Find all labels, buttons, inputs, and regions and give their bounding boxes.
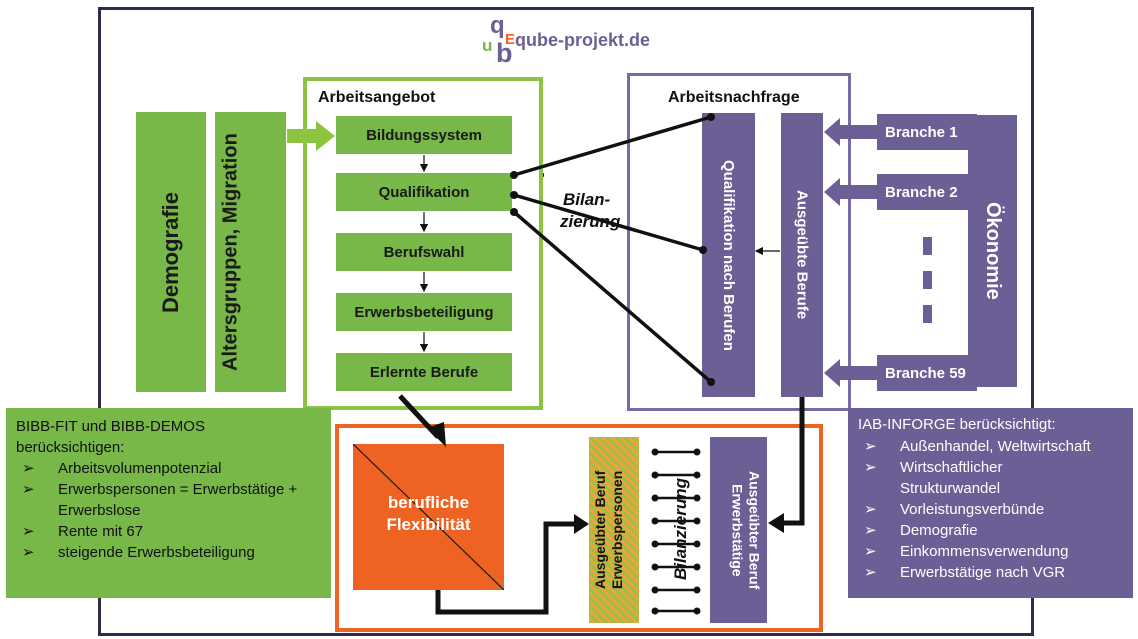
branche-59: Branche 59: [877, 355, 977, 391]
ladder-dot: [693, 517, 701, 525]
bibb-list: Arbeitsvolumenpotenzial Erwerbspersonen …: [16, 458, 323, 563]
iab-item: Vorleistungsverbünde: [858, 499, 1127, 520]
logo-e: E: [505, 31, 516, 48]
ladder-dot: [693, 448, 701, 456]
flex-label: berufliche Flexibilität: [386, 493, 471, 534]
flex-to-erwerbspersonen-arrowhead: [574, 514, 589, 534]
bibb-item: Erwerbspersonen = Erwerbstätige + Erwerb…: [16, 479, 323, 521]
logo-q: q: [490, 12, 505, 39]
qualifikation-nach-berufen-label: Qualifikation nach Berufen: [720, 159, 737, 351]
iab-item: Erwerbstätige nach VGR: [858, 562, 1127, 583]
ladder-dot: [651, 563, 659, 571]
qualifikation-nach-berufen-box: Qualifikation nach Berufen: [702, 113, 755, 397]
step-bildungssystem: Bildungssystem: [336, 116, 512, 154]
iab-item: Wirtschaftlicher Strukturwandel: [858, 457, 1060, 499]
ladder-dot: [693, 607, 701, 615]
ladder-dot: [651, 540, 659, 548]
iab-box: IAB-INFORGE berücksichtigt: Außenhandel,…: [848, 408, 1133, 598]
flexibilitaet-box: berufliche Flexibilität: [353, 444, 504, 590]
arbeitsnachfrage-box: [627, 73, 851, 411]
iab-title: IAB-INFORGE berücksichtigt:: [858, 416, 1056, 433]
diagram-frame: [98, 7, 1034, 636]
ausgeuebte-berufe-label: Ausgeübte Berufe: [793, 190, 811, 320]
logo-text: qube-projekt.de: [515, 30, 651, 50]
arbeitsnachfrage-title: Arbeitsnachfrage: [668, 89, 800, 106]
erlernte-to-flex-arrowhead: [427, 422, 446, 447]
branche-arrow: [824, 118, 877, 146]
ladder-dot: [651, 471, 659, 479]
erwerbstaetige-label: Ausgeübter Beruf Erwerbstätige: [729, 470, 763, 590]
bilanz-dot: [510, 208, 518, 216]
branche-2: Branche 2: [877, 174, 977, 210]
bilanz-dot: [699, 246, 707, 254]
ellipsis-dash-1: [923, 237, 932, 255]
step-qualifikation: Qualifikation: [336, 173, 512, 211]
green-input-arrow: [287, 121, 335, 151]
ladder-dot: [651, 517, 659, 525]
oekonomie-box: Ökonomie: [968, 115, 1017, 387]
bilanz-frame: [335, 424, 823, 632]
ladder-dot: [651, 607, 659, 615]
bilanzierung-top-line1: Bilan-: [563, 190, 611, 209]
bilanz-dot: [707, 113, 715, 121]
ladder-dot: [693, 540, 701, 548]
step-erlernte-berufe: Erlernte Berufe: [336, 353, 512, 391]
ladder-dot: [651, 448, 659, 456]
iab-item: Einkommensverwendung: [858, 541, 1127, 562]
bilanz-line: [513, 115, 712, 177]
ladder-dot: [693, 471, 701, 479]
ausgeuebte-to-erwerbstaetige-arrowhead: [768, 513, 784, 533]
step-erwerbsbeteiligung: Erwerbsbeteiligung: [336, 293, 512, 331]
ausgeuebte-berufe-box: Ausgeübte Berufe: [781, 113, 823, 397]
ellipsis-dash-3: [923, 305, 932, 323]
ladder-dot: [693, 494, 701, 502]
arbeitsangebot-box: [303, 77, 543, 410]
bilanzierung-top-label: Bilan- zierung: [560, 189, 620, 233]
iab-item: Demografie: [858, 520, 1127, 541]
branche-1: Branche 1: [877, 114, 977, 150]
branche-arrow: [824, 178, 877, 206]
ellipsis-dash-2: [923, 271, 932, 289]
logo: q u b E qube-projekt.de: [482, 12, 674, 72]
step-berufswahl: Berufswahl: [336, 233, 512, 271]
bilanzierung-top-line2: zierung: [560, 212, 621, 231]
bilanz-dot: [707, 378, 715, 386]
bilanz-line: [513, 193, 704, 252]
bibb-title: BIBB-FIT und BIBB-DEMOS berücksichtigen:: [16, 418, 205, 456]
branche-arrow: [824, 359, 877, 387]
bilanz-dot: [510, 191, 518, 199]
ladder-dot: [693, 563, 701, 571]
iab-item: Außenhandel, Weltwirtschaft: [858, 436, 1127, 457]
flex-diagonal: [353, 444, 504, 590]
bilanz-dot: [510, 171, 518, 179]
ladder-dot: [651, 494, 659, 502]
bibb-box: BIBB-FIT und BIBB-DEMOS berücksichtigen:…: [6, 408, 331, 598]
bibb-item: steigende Erwerbsbeteiligung: [16, 542, 323, 563]
iab-list: Außenhandel, Weltwirtschaft Wirtschaftli…: [858, 436, 1127, 583]
erwerbstaetige-box: Ausgeübter Beruf Erwerbstätige: [710, 437, 767, 623]
arbeitsangebot-title: Arbeitsangebot: [318, 89, 436, 106]
logo-b: b: [496, 38, 513, 68]
oekonomie-label: Ökonomie: [982, 202, 1004, 300]
ladder-dot: [693, 586, 701, 594]
flex-to-erwerbspersonen-line: [435, 521, 576, 615]
logo-u: u: [482, 36, 493, 55]
bibb-item: Arbeitsvolumenpotenzial: [16, 458, 323, 479]
bibb-item: Rente mit 67: [16, 521, 323, 542]
ausgeuebte-to-erwerbstaetige-line: [782, 397, 805, 526]
bilanz-line: [512, 210, 713, 384]
ladder-dot: [651, 586, 659, 594]
